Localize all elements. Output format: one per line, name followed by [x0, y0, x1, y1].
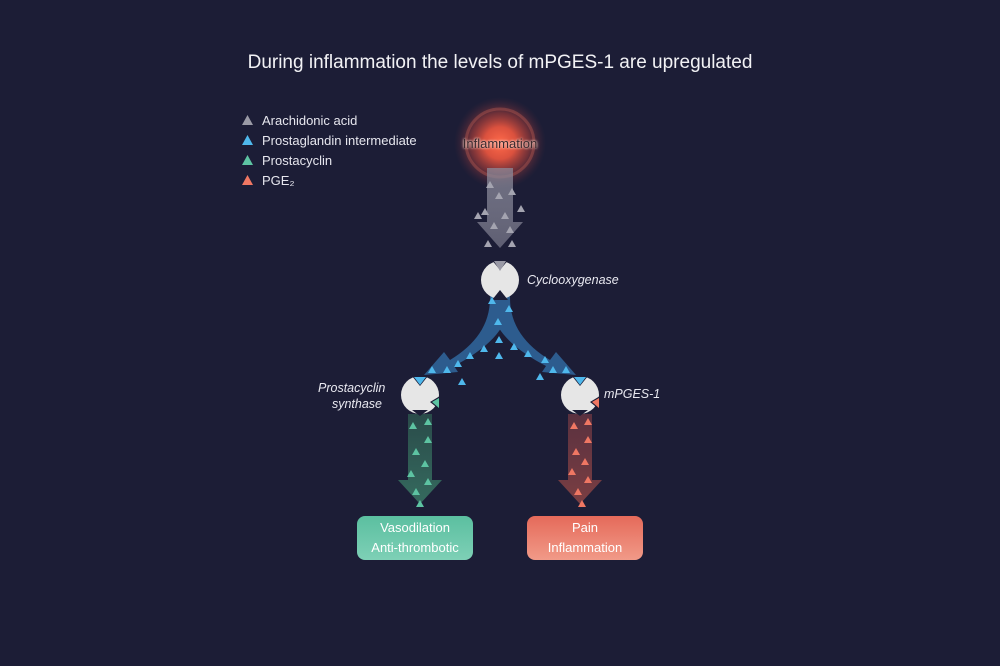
mpges-1-enzyme — [561, 376, 600, 416]
diagram-title: During inflammation the levels of mPGES-… — [247, 52, 753, 73]
blue-arrow-right-branch — [490, 298, 576, 375]
triangle-icon — [242, 175, 253, 185]
prostacyclin-synthase-label: Prostacyclin synthase — [318, 381, 386, 411]
cyclooxygenase-enzyme — [481, 259, 519, 300]
pge2-molecules — [568, 418, 592, 507]
legend-item-pge2: PGE₂ — [242, 170, 417, 190]
inflammation-label: Inflammation — [462, 136, 538, 151]
outcome-box-pain: Pain Inflammation — [527, 516, 643, 560]
outcome-line1: Vasodilation — [380, 520, 450, 535]
outcome-line2: Anti-thrombotic — [371, 540, 459, 555]
blue-arrow-left-branch — [424, 298, 510, 375]
triangle-icon — [242, 115, 253, 125]
mpges-1-label: mPGES-1 — [604, 387, 661, 401]
triangle-icon — [242, 135, 253, 145]
legend-label: Prostaglandin intermediate — [262, 132, 417, 148]
legend: Arachidonic acid Prostaglandin intermedi… — [242, 110, 417, 190]
legend-item-prostacyclin: Prostacyclin — [242, 150, 417, 170]
legend-item-arachidonic-acid: Arachidonic acid — [242, 110, 417, 130]
pge2-arrow — [558, 414, 602, 504]
legend-item-prostaglandin-intermediate: Prostaglandin intermediate — [242, 130, 417, 150]
prostacyclin-arrow — [398, 414, 442, 504]
prostaglandin-intermediate-molecules — [428, 297, 570, 385]
inflammation-glow — [454, 97, 546, 189]
prostacyclin-synthase-enzyme — [401, 376, 440, 416]
prostacyclin-synthase-label-line1: Prostacyclin — [318, 381, 386, 395]
outcome-line1: Pain — [571, 520, 599, 535]
legend-label: PGE₂ — [262, 172, 295, 188]
prostacyclin-synthase-label-line2: synthase — [331, 397, 382, 411]
legend-label: Prostacyclin — [262, 152, 333, 168]
cyclooxygenase-label: Cyclooxygenase — [527, 273, 619, 287]
legend-label: Arachidonic acid — [262, 112, 358, 128]
outcome-line2: Inflammation — [547, 540, 623, 555]
outcome-box-vasodilation: Vasodilation Anti-thrombotic — [357, 516, 473, 560]
arachidonic-acid-molecules — [474, 181, 525, 247]
triangle-icon — [242, 155, 253, 165]
prostacyclin-molecules — [407, 418, 432, 507]
